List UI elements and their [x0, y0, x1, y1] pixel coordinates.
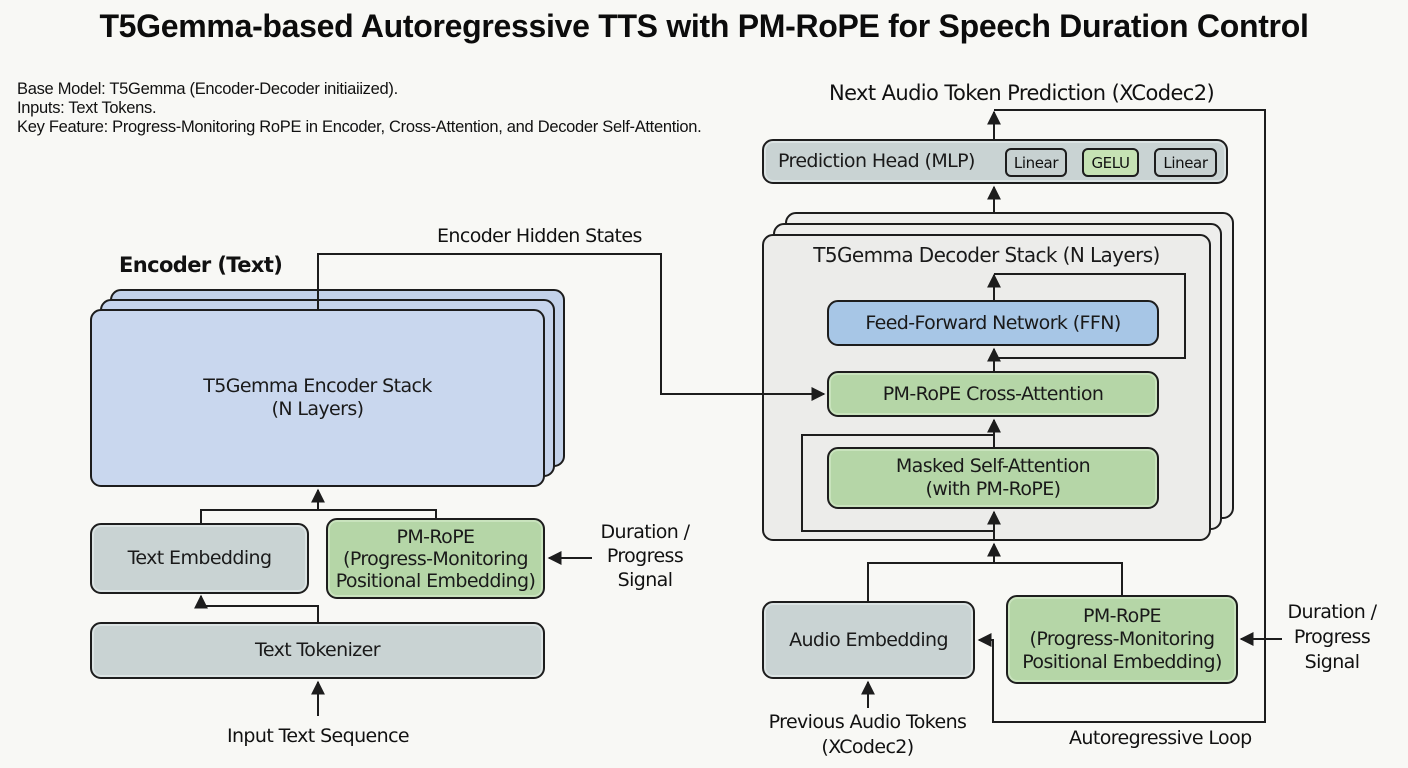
encoder-hidden-states-label: Encoder Hidden States [437, 225, 642, 247]
mlp-gelu[interactable]: GELU [1082, 148, 1139, 177]
arrow-tokenizer-to-embedding [194, 594, 319, 622]
wire-embedding-merge [200, 509, 437, 523]
self-attention-box[interactable]: Masked Self-Attention (with PM-RoPE) [827, 447, 1159, 509]
pm-rope-title: PM-RoPE [1083, 605, 1162, 627]
decoder-pm-rope-box[interactable]: PM-RoPE (Progress-Monitoring Positional … [1006, 595, 1238, 684]
ffn-box[interactable]: Feed-Forward Network (FFN) [827, 300, 1159, 346]
text-embedding-box[interactable]: Text Embedding [90, 523, 309, 594]
autoregressive-loop-label: Autoregressive Loop [1069, 727, 1252, 749]
signal-line-1: Duration / [600, 521, 691, 543]
previous-audio-tokens-label: Previous Audio Tokens (XCodec2) [745, 710, 990, 760]
note-inputs: Inputs: Text Tokens. [17, 99, 157, 117]
self-attention-title: Masked Self-Attention [895, 455, 1091, 477]
pm-rope-desc-1: (Progress-Monitoring [343, 547, 529, 570]
notes-block: Base Model: T5Gemma (Encoder-Decoder ini… [17, 80, 702, 137]
pm-rope-title: PM-RoPE [396, 525, 476, 548]
signal-line-1: Duration / [1287, 601, 1378, 623]
encoder-signal-label: Duration / Progress Signal [589, 520, 701, 592]
prev-tokens-line-2: (XCodec2) [821, 736, 914, 758]
decoder-stack-title: T5Gemma Decoder Stack (N Layers) [813, 243, 1160, 267]
pm-rope-desc-2: Positional Embedding) [1022, 651, 1222, 673]
note-key-feature: Key Feature: Progress-Monitoring RoPE in… [17, 118, 702, 136]
signal-line-2: Progress [1293, 626, 1371, 648]
encoder-stack-title: T5Gemma Encoder Stack [203, 375, 432, 397]
pm-rope-desc-2: Positional Embedding) [335, 569, 536, 592]
encoder-section-label: Encoder (Text) [119, 253, 283, 277]
signal-line-3: Signal [617, 569, 673, 591]
mlp-linear-2[interactable]: Linear [1154, 148, 1217, 177]
encoder-stack[interactable]: T5Gemma Encoder Stack (N Layers) [90, 309, 545, 487]
prediction-head-label: Prediction Head (MLP) [778, 150, 975, 172]
arrow-hidden-states [317, 253, 826, 401]
decoder-signal-label: Duration / Progress Signal [1276, 600, 1388, 675]
residual-self-attention [801, 434, 994, 532]
encoder-pm-rope-box[interactable]: PM-RoPE (Progress-Monitoring Positional … [326, 518, 545, 599]
next-token-prediction-label: Next Audio Token Prediction (XCodec2) [829, 81, 1215, 105]
prev-tokens-line-1: Previous Audio Tokens [768, 711, 967, 733]
input-text-sequence-label: Input Text Sequence [226, 725, 410, 747]
encoder-stack-layers: (N Layers) [271, 398, 365, 420]
self-attention-sub: (with PM-RoPE) [925, 478, 1062, 500]
audio-embedding-box[interactable]: Audio Embedding [762, 601, 975, 679]
signal-line-2: Progress [606, 545, 684, 567]
autoregressive-loop-wire [977, 109, 1266, 723]
wire-audio-merge [867, 562, 1123, 601]
note-base-model: Base Model: T5Gemma (Encoder-Decoder ini… [17, 80, 398, 98]
residual-cross [994, 273, 1186, 359]
diagram-title: T5Gemma-based Autoregressive TTS with PM… [99, 8, 1309, 44]
pm-rope-desc-1: (Progress-Monitoring [1029, 628, 1216, 650]
prediction-head-box[interactable]: Prediction Head (MLP) [762, 139, 1228, 184]
text-tokenizer-box[interactable]: Text Tokenizer [90, 622, 545, 679]
cross-attention-box[interactable]: PM-RoPE Cross-Attention [827, 371, 1159, 417]
mlp-linear-1[interactable]: Linear [1005, 148, 1067, 177]
signal-line-3: Signal [1304, 651, 1360, 673]
